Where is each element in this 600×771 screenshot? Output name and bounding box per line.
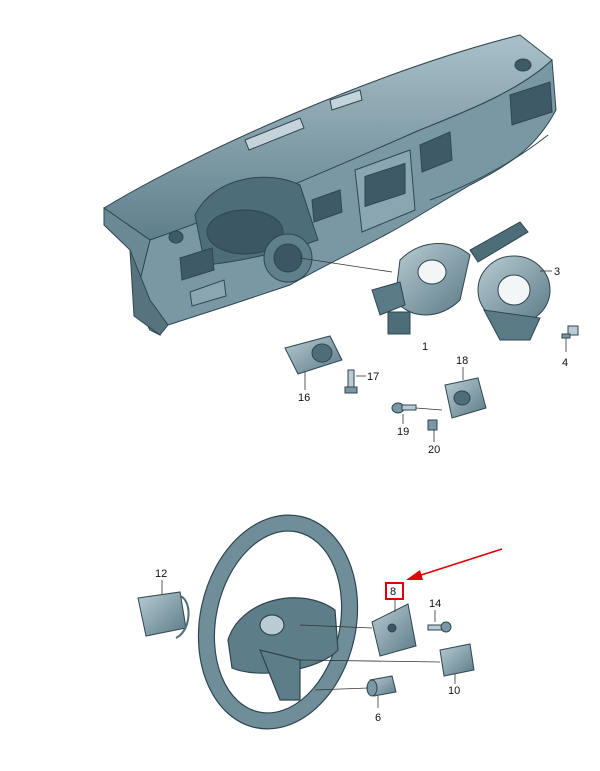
callout-8: 8 (390, 586, 396, 598)
highlight-box (385, 582, 404, 600)
callout-3: 3 (554, 266, 560, 278)
callout-10: 10 (448, 685, 460, 697)
callout-16: 16 (298, 392, 310, 404)
part-1-column-switch (371, 221, 529, 335)
callout-labels: 1 3 4 6 8 10 12 14 16 17 18 19 20 (155, 266, 568, 724)
part-20-clip (427, 419, 438, 431)
callout-18: 18 (456, 355, 468, 367)
callout-14: 14 (429, 598, 441, 610)
part-4-screw (561, 325, 579, 339)
part-16-lock-housing (284, 335, 343, 375)
leader-column (299, 257, 393, 273)
callout-17: 17 (367, 371, 379, 383)
part-10-switch (439, 643, 475, 677)
callout-4: 4 (562, 357, 568, 369)
dashboard-illustration (103, 34, 557, 336)
steering-wheel-illustration (197, 514, 359, 730)
callout-6: 6 (375, 712, 381, 724)
part-17-bolt (344, 369, 358, 394)
highlight-arrow-shaft (417, 548, 503, 577)
callout-1: 1 (422, 341, 428, 353)
callout-19: 19 (397, 426, 409, 438)
part-6-connector (366, 675, 397, 697)
part-8-switch (371, 603, 417, 657)
part-12-cover (137, 591, 190, 639)
part-14-screw (427, 621, 452, 633)
highlight-arrow-head (406, 570, 423, 580)
callout-20: 20 (428, 444, 440, 456)
part-18-module (444, 377, 487, 419)
part-19-screw (391, 402, 417, 414)
part-3-clock-spring (477, 255, 551, 341)
highlight-callout-8 (385, 548, 503, 600)
callout-12: 12 (155, 568, 167, 580)
